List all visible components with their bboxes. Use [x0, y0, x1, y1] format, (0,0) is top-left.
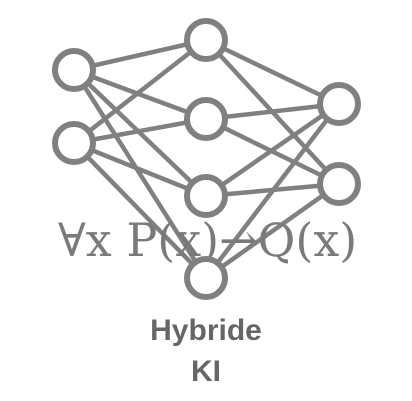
network-edge-l0-1-3	[71, 140, 209, 281]
network-node-l1-2	[184, 174, 228, 218]
network-node-l2-0	[317, 82, 361, 126]
network-nodes	[52, 18, 361, 300]
network-edge-l0-0-1	[71, 67, 209, 122]
network-node-l1-1	[184, 97, 228, 141]
network-edge-l0-1-1	[71, 116, 209, 146]
network-node-l0-1	[52, 121, 96, 165]
network-edge-l0-0-0	[71, 37, 209, 73]
caption-line-2: KI	[191, 355, 221, 388]
network-edge-l1-1-0	[203, 101, 342, 122]
network-edge-l0-1-0	[71, 37, 209, 146]
network-edge-l1-3-0	[203, 101, 342, 281]
network-edges	[71, 37, 342, 281]
network-edge-l0-0-3	[71, 67, 209, 281]
network-edge-l1-2-0	[203, 101, 342, 199]
network-node-l0-0	[52, 48, 96, 92]
network-edge-l1-3-1	[203, 181, 342, 281]
network-node-l2-1	[317, 162, 361, 206]
network-node-l1-0	[184, 18, 228, 62]
network-node-l1-3	[184, 256, 228, 300]
network-edge-l1-0-0	[203, 37, 342, 107]
caption-line-1: Hybride	[150, 314, 262, 347]
network-edge-l0-1-2	[71, 140, 209, 199]
